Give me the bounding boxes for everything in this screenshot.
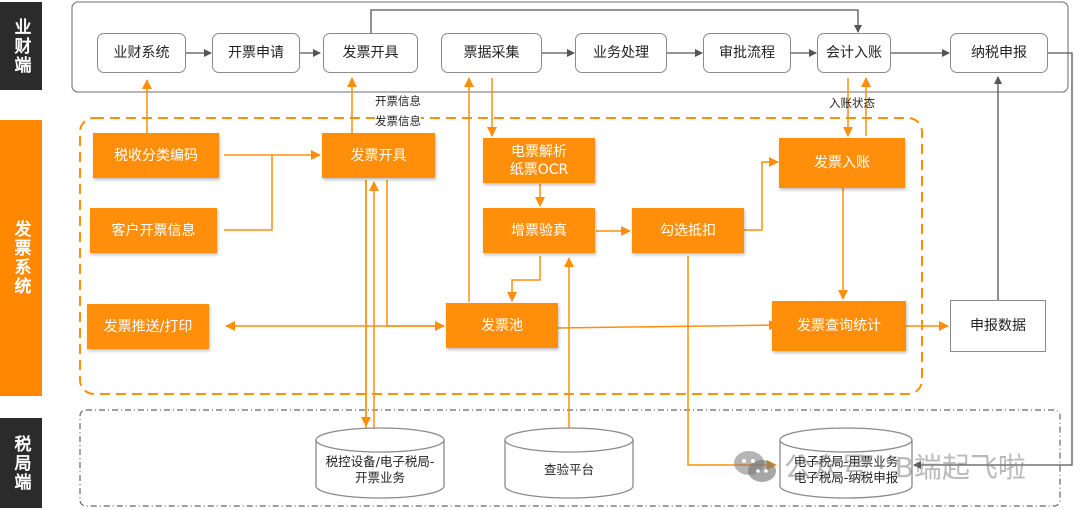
lane-business: 业财端 [0, 2, 42, 90]
node-invoice-request[interactable]: 开票申请 [212, 33, 300, 73]
edge-filing-to-etax [1002, 52, 1073, 466]
node-finance-system[interactable]: 业财系统 [97, 33, 186, 73]
tax-bureau-container [79, 409, 1061, 507]
db-verify-platform [504, 427, 634, 499]
lane-tax-bureau-label: 税局端 [10, 434, 31, 492]
node-customer-invoice-info[interactable]: 客户开票信息 [90, 208, 217, 253]
node-label: 业财系统 [113, 45, 170, 61]
node-tax-classification-code[interactable]: 税收分类编码 [93, 133, 219, 178]
edge-verify-to-pool [507, 256, 541, 302]
node-label: 业务处理 [593, 45, 649, 61]
db-tax-control-label[interactable]: 税控设备/电子税局- 开票业务 [316, 452, 444, 488]
edge-label-issue-info: 开票信息 [375, 94, 421, 108]
node-label: 发票开具 [342, 45, 399, 61]
node-deduction-selection[interactable]: 勾选抵扣 [632, 208, 744, 253]
node-invoice-verify[interactable]: 增票验真 [483, 208, 595, 253]
node-label: 审批流程 [719, 45, 775, 61]
watermark: 公众号 · B端起飞啦 [732, 446, 1026, 486]
edge-issue-to-entry [370, 9, 862, 33]
node-label: 发票查询统计 [797, 318, 881, 334]
node-label-line2: 纸票OCR [509, 161, 569, 178]
db-label-line1: 电子税局-用票业务 [793, 454, 899, 469]
node-label: 增票验真 [511, 222, 567, 239]
node-invoice-push-print[interactable]: 发票推送/打印 [87, 304, 209, 349]
node-label: 票据采集 [463, 45, 520, 61]
edge-pool-to-query [557, 320, 779, 331]
node-declaration-data[interactable]: 申报数据 [950, 300, 1046, 352]
db-etax-label[interactable]: 电子税局-用票业务 电子税局-纳税申报 [780, 450, 912, 490]
watermark-text: 公众号 · B端起飞啦 [784, 451, 1026, 484]
edge-customer-to-issue [224, 155, 273, 231]
node-label: 发票入账 [814, 155, 870, 171]
edge-label-entry-status: 入账状态 [829, 96, 875, 110]
db-label-line2: 电子税局-纳税申报 [793, 470, 899, 485]
node-label: 发票开具 [350, 147, 407, 164]
db-etax [779, 427, 913, 499]
db-label: 查验平台 [543, 462, 594, 477]
node-label: 会计入账 [826, 45, 882, 61]
db-tax-control [315, 427, 445, 499]
node-biz-invoice-issue[interactable]: 发票开具 [323, 33, 418, 73]
lane-invoice-system-label: 发票系统 [10, 220, 31, 296]
node-receipt-collection[interactable]: 票据采集 [441, 33, 542, 73]
node-label: 发票推送/打印 [103, 318, 193, 335]
node-label: 纳税申报 [971, 45, 1027, 61]
node-tax-filing[interactable]: 纳税申报 [950, 33, 1048, 73]
invoice-system-container [79, 117, 923, 395]
node-label: 客户开票信息 [111, 222, 196, 239]
node-label: 税收分类编码 [114, 147, 198, 164]
node-invoice-issue[interactable]: 发票开具 [322, 133, 435, 178]
db-label-line2: 开票业务 [354, 470, 405, 485]
node-invoice-entry[interactable]: 发票入账 [779, 138, 905, 188]
node-invoice-query-stats[interactable]: 发票查询统计 [772, 301, 906, 351]
node-label: 申报数据 [970, 318, 1026, 334]
node-label-line1: 电票解析 [511, 143, 567, 160]
lane-invoice-system: 发票系统 [0, 120, 42, 396]
lane-business-label: 业财端 [10, 17, 31, 75]
node-label: 发票池 [481, 317, 523, 334]
db-verify-platform-label[interactable]: 查验平台 [505, 452, 633, 488]
node-approval-flow[interactable]: 审批流程 [703, 33, 791, 73]
node-accounting-entry[interactable]: 会计入账 [817, 33, 891, 73]
node-invoice-pool[interactable]: 发票池 [446, 303, 558, 348]
edge-deduct-to-entry [744, 157, 779, 231]
lane-tax-bureau: 税局端 [0, 418, 42, 508]
node-business-processing[interactable]: 业务处理 [575, 33, 667, 73]
node-label: 开票申请 [228, 45, 284, 61]
db-label-line1: 税控设备/电子税局- [325, 454, 435, 469]
node-label: 勾选抵扣 [660, 222, 716, 239]
business-container [71, 1, 1069, 93]
edge-label-invoice-info: 发票信息 [375, 113, 421, 129]
wechat-icon [734, 451, 776, 482]
edge-deduct-to-etax [687, 256, 777, 470]
node-invoice-parse-ocr[interactable]: 电票解析 纸票OCR [483, 138, 595, 183]
